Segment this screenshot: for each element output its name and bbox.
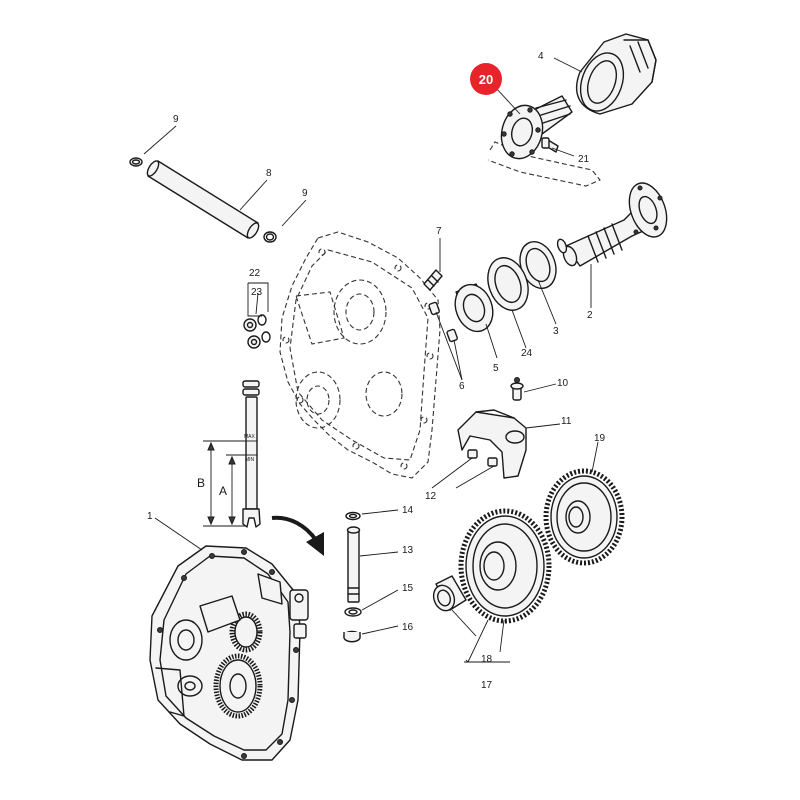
part-2-main-shaft [556,182,668,267]
part-11-shift-fork [457,409,527,479]
callout-4: 4 [538,51,544,62]
dipstick: MAX MIN [242,380,261,528]
curved-arrow-icon [271,515,324,556]
callout-12: 12 [425,491,437,502]
part-9-o-ring-upper [129,157,143,167]
dipstick-max-mark: MAX [244,434,256,440]
callout-8: 8 [266,168,272,179]
part-10-plug [510,377,524,401]
part-19-gear [543,468,625,566]
callout-labels: 1 2 3 4 5 6 7 8 9 9 10 11 12 13 14 15 16… [147,51,606,691]
callout-16: 16 [402,622,414,633]
callout-9-bottom: 9 [302,188,308,199]
dipstick-min-mark: MIN [245,457,255,463]
leader-lines [143,57,599,663]
callout-19: 19 [594,433,606,444]
part-6-dowel-pins [428,301,458,343]
callout-9-top: 9 [173,114,179,125]
highlight-badge-part-20: 20 [470,63,502,95]
part-20-flange-shaft [500,95,573,160]
part-1-gearbox-assembly [149,545,309,761]
part-23-bolts [243,314,271,349]
callout-13: 13 [402,545,414,556]
callout-17: 17 [481,680,493,691]
housing-outline [279,231,441,479]
part-24-ring [487,257,529,311]
callout-2: 2 [587,310,593,321]
callout-18: 18 [481,654,493,665]
callout-10: 10 [557,378,569,389]
dipstick-dimensions: B A [197,440,246,527]
callout-11: 11 [561,416,572,427]
part-14-o-ring [345,511,361,521]
callout-1: 1 [147,511,153,522]
callout-22: 22 [249,268,261,279]
part-16-cap [343,630,361,643]
part-5-seal [454,283,494,333]
part-15-o-ring [344,607,362,617]
callout-21: 21 [578,154,590,165]
part-8-tube [146,160,260,239]
callout-6: 6 [459,381,465,392]
part-7-stud [423,269,443,291]
callout-14: 14 [402,505,414,516]
callout-5: 5 [493,363,499,374]
callout-7: 7 [436,226,442,237]
part-18-large-gear [458,508,552,624]
part-9-o-ring-lower [263,231,277,243]
dimension-b-label: B [197,476,205,490]
assembly-bracket [487,141,601,187]
callout-20: 20 [479,72,493,87]
callout-23: 23 [251,287,263,298]
callout-15: 15 [402,583,414,594]
callout-24: 24 [521,348,533,359]
part-21-screw [541,137,559,153]
part-12-pads [467,449,498,467]
dimension-a-label: A [219,484,227,498]
part-18-needle-bearing [432,575,467,612]
callout-3: 3 [553,326,559,337]
part-4-cover [575,33,657,115]
part-13-shaft [346,526,361,603]
